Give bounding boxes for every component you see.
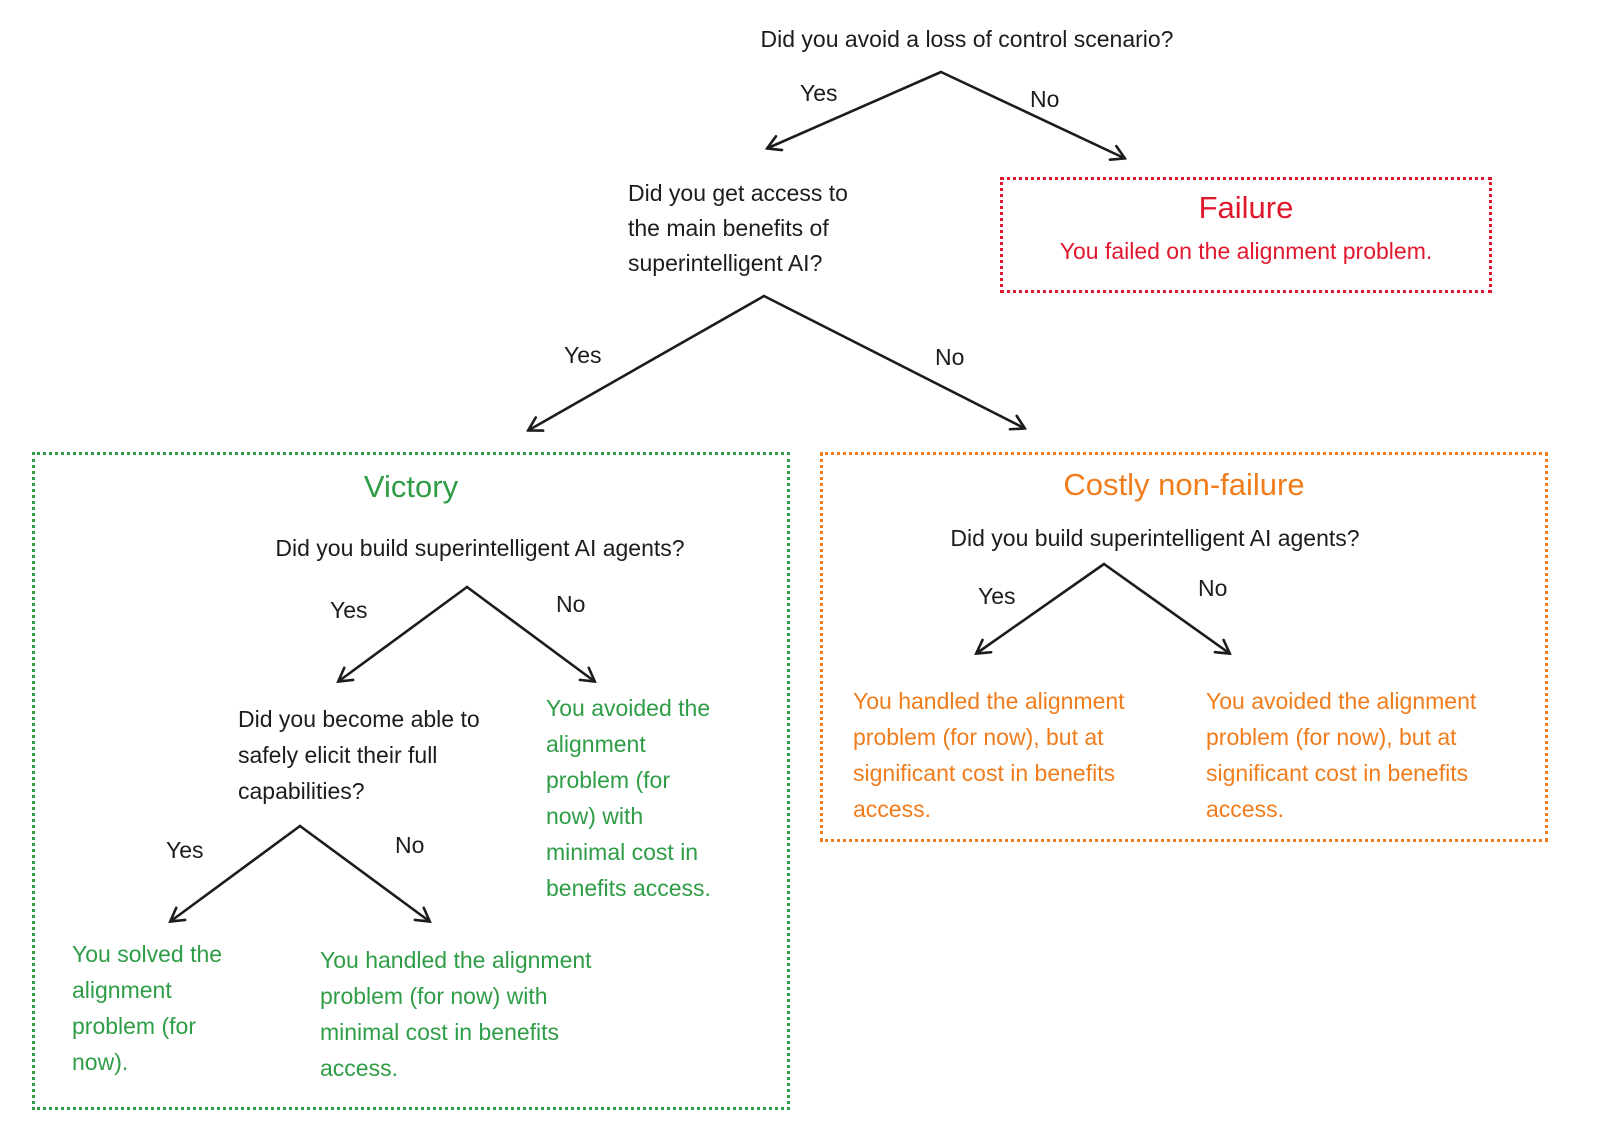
- benefits-question: Did you get access to the main benefits …: [628, 180, 848, 276]
- benefits-yes-label: Yes: [564, 342, 602, 368]
- arrow-benefits-no: [762, 294, 1024, 428]
- costly-build-yes-label: Yes: [978, 583, 1016, 609]
- costly-build-no-label: No: [1198, 575, 1228, 601]
- victory-box: Victory: [32, 452, 790, 1110]
- costly-build-question: Did you build superintelligent AI agents…: [950, 525, 1360, 551]
- costly-handled-leaf: You handled the alignment problem (for n…: [853, 688, 1125, 822]
- victory-solved-leaf: You solved the alignment problem (for no…: [72, 941, 223, 1075]
- victory-elicit-question: Did you become able to safely elicit the…: [238, 706, 480, 804]
- root-yes-label: Yes: [800, 80, 838, 106]
- failure-title: Failure: [1198, 190, 1294, 225]
- victory-build-question: Did you build superintelligent AI agents…: [275, 535, 685, 561]
- root-no-label: No: [1030, 86, 1060, 112]
- victory-avoided-leaf: You avoided the alignment problem (for n…: [546, 695, 711, 901]
- failure-box: Failure You failed on the alignment prob…: [1000, 177, 1492, 293]
- costly-avoided-leaf: You avoided the alignment problem (for n…: [1206, 688, 1477, 822]
- victory-handled-leaf: You handled the alignment problem (for n…: [320, 947, 592, 1081]
- victory-title: Victory: [363, 469, 459, 504]
- elicit-yes-label: Yes: [166, 837, 204, 863]
- benefits-no-label: No: [935, 344, 965, 370]
- costly-title: Costly non-failure: [1063, 467, 1305, 502]
- victory-build-yes-label: Yes: [330, 597, 368, 623]
- costly-box: Costly non-failure: [820, 452, 1548, 842]
- failure-body: You failed on the alignment problem.: [1059, 238, 1433, 264]
- root-question: Did you avoid a loss of control scenario…: [760, 26, 1174, 52]
- arrow-root-no: [939, 70, 1124, 158]
- arrow-root-yes: [768, 70, 943, 148]
- victory-build-no-label: No: [556, 591, 586, 617]
- elicit-no-label: No: [395, 832, 425, 858]
